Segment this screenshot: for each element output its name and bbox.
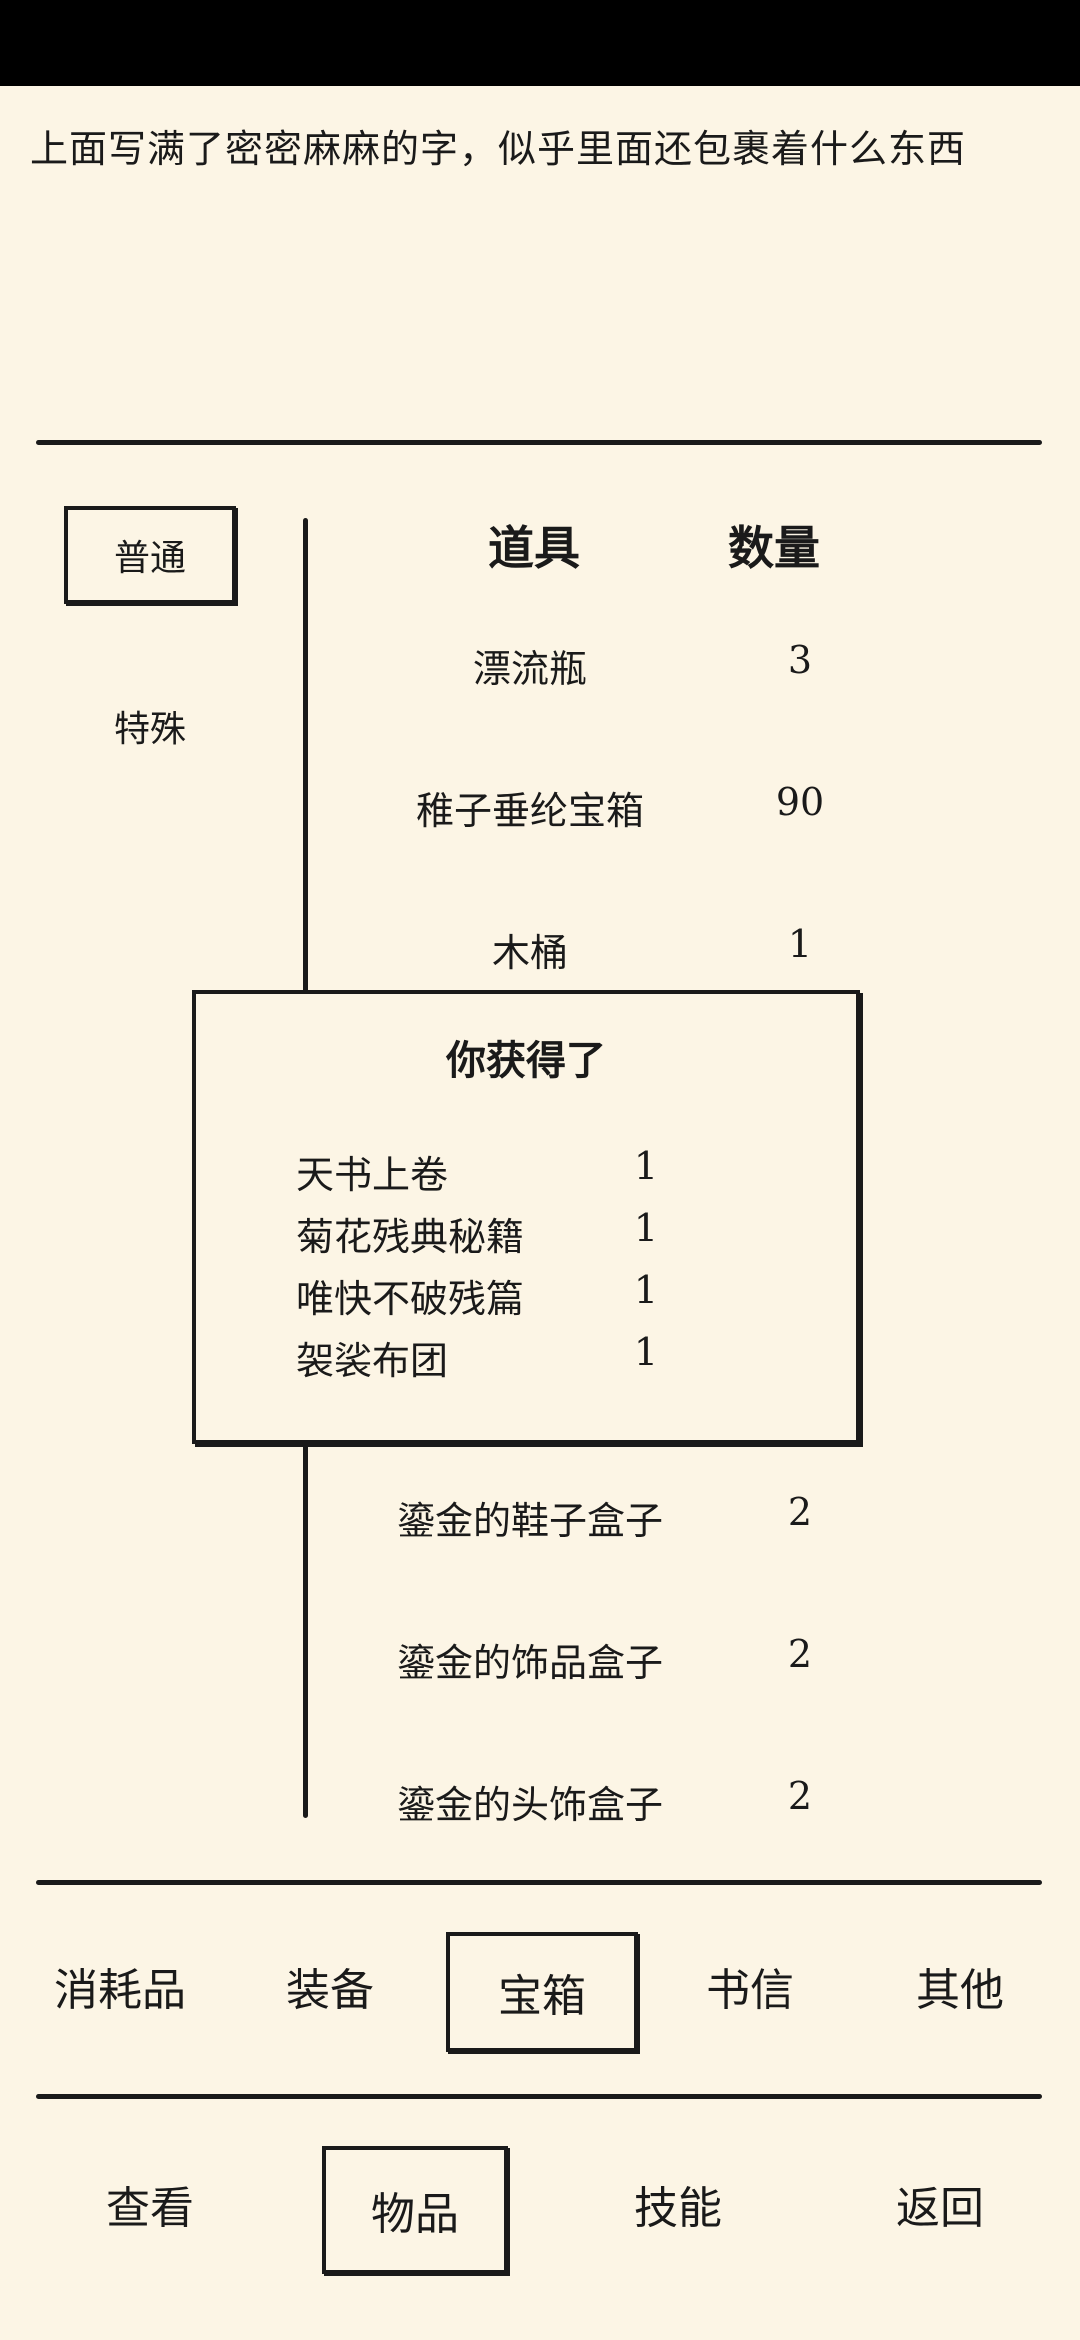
- reward-item: 袈裟布团 1: [296, 1330, 776, 1386]
- reward-popup[interactable]: 你获得了 天书上卷 1 菊花残典秘籍 1 唯快不破残篇 1 袈裟布团 1: [192, 990, 860, 1444]
- reward-item-name: 唯快不破残篇: [296, 1277, 525, 1321]
- nav-view[interactable]: 查看: [70, 2162, 230, 2246]
- bottom-divider: [36, 2094, 1042, 2099]
- item-count: 2: [787, 1490, 813, 1534]
- item-name: 稚子垂纶宝箱: [415, 789, 644, 833]
- reward-item-name: 菊花残典秘籍: [296, 1215, 525, 1259]
- nav-items[interactable]: 物品: [322, 2146, 508, 2274]
- list-item[interactable]: 鎏金的鞋子盒子 2: [310, 1490, 950, 1550]
- item-name: 鎏金的头饰盒子: [396, 1783, 663, 1827]
- list-item[interactable]: 木桶 1: [310, 922, 950, 982]
- item-count: 2: [787, 1774, 813, 1818]
- reward-item: 唯快不破残篇 1: [296, 1268, 776, 1324]
- item-count: 1: [787, 922, 813, 966]
- item-count: 2: [787, 1632, 813, 1676]
- category-tab-normal-label: 普通: [113, 538, 186, 579]
- tab-consumables[interactable]: 消耗品: [40, 1946, 200, 2026]
- tab-others-label: 其他: [916, 1965, 1004, 2016]
- reward-item-count: 1: [633, 1206, 659, 1250]
- item-count: 90: [775, 780, 825, 824]
- nav-items-label: 物品: [371, 2189, 459, 2240]
- reward-item-name: 袈裟布团: [296, 1339, 449, 1383]
- item-description: 上面写满了密密麻麻的字，似乎里面还包裹着什么东西: [30, 127, 967, 171]
- tab-equipment-label: 装备: [286, 1965, 374, 2016]
- middle-divider: [36, 1880, 1042, 1885]
- item-name: 漂流瓶: [472, 647, 587, 691]
- item-name: 木桶: [491, 931, 568, 975]
- item-count: 3: [787, 638, 813, 682]
- list-item[interactable]: 稚子垂纶宝箱 90: [310, 780, 950, 840]
- tab-equipment[interactable]: 装备: [250, 1946, 410, 2026]
- nav-view-label: 查看: [106, 2183, 194, 2234]
- tab-treasure-chest-label: 宝箱: [498, 1971, 586, 2022]
- header-count: 数量: [728, 521, 820, 575]
- list-item[interactable]: 漂流瓶 3: [310, 638, 950, 698]
- category-tab-special-label: 特殊: [113, 709, 186, 750]
- tab-treasure-chest[interactable]: 宝箱: [446, 1932, 638, 2052]
- nav-skills[interactable]: 技能: [598, 2162, 758, 2246]
- popup-title: 你获得了: [446, 1037, 606, 1084]
- tab-consumables-label: 消耗品: [54, 1965, 186, 2016]
- category-tab-normal[interactable]: 普通: [64, 506, 236, 604]
- header-item: 道具: [488, 521, 580, 575]
- reward-item-count: 1: [633, 1330, 659, 1374]
- tab-letters-label: 书信: [706, 1965, 794, 2016]
- reward-item-count: 1: [633, 1268, 659, 1312]
- nav-skills-label: 技能: [634, 2183, 722, 2234]
- tab-others[interactable]: 其他: [880, 1946, 1040, 2026]
- reward-item: 天书上卷 1: [296, 1144, 776, 1200]
- item-list[interactable]: 漂流瓶 3 稚子垂纶宝箱 90 木桶 1 鎏金的鞋子盒子 2 鎏金的饰品盒子 2…: [310, 600, 950, 1827]
- nav-back[interactable]: 返回: [860, 2162, 1020, 2246]
- nav-back-label: 返回: [896, 2183, 984, 2234]
- category-tab-special[interactable]: 特殊: [64, 690, 236, 762]
- reward-item-name: 天书上卷: [296, 1153, 449, 1197]
- reward-item: 菊花残典秘籍 1: [296, 1206, 776, 1262]
- item-name: 鎏金的饰品盒子: [396, 1641, 663, 1685]
- status-bar: [0, 0, 1080, 86]
- top-divider: [36, 440, 1042, 445]
- list-item[interactable]: 鎏金的头饰盒子 2: [310, 1774, 950, 1834]
- tab-letters[interactable]: 书信: [670, 1946, 830, 2026]
- item-name: 鎏金的鞋子盒子: [396, 1499, 663, 1543]
- reward-item-count: 1: [633, 1144, 659, 1188]
- list-item[interactable]: 鎏金的饰品盒子 2: [310, 1632, 950, 1692]
